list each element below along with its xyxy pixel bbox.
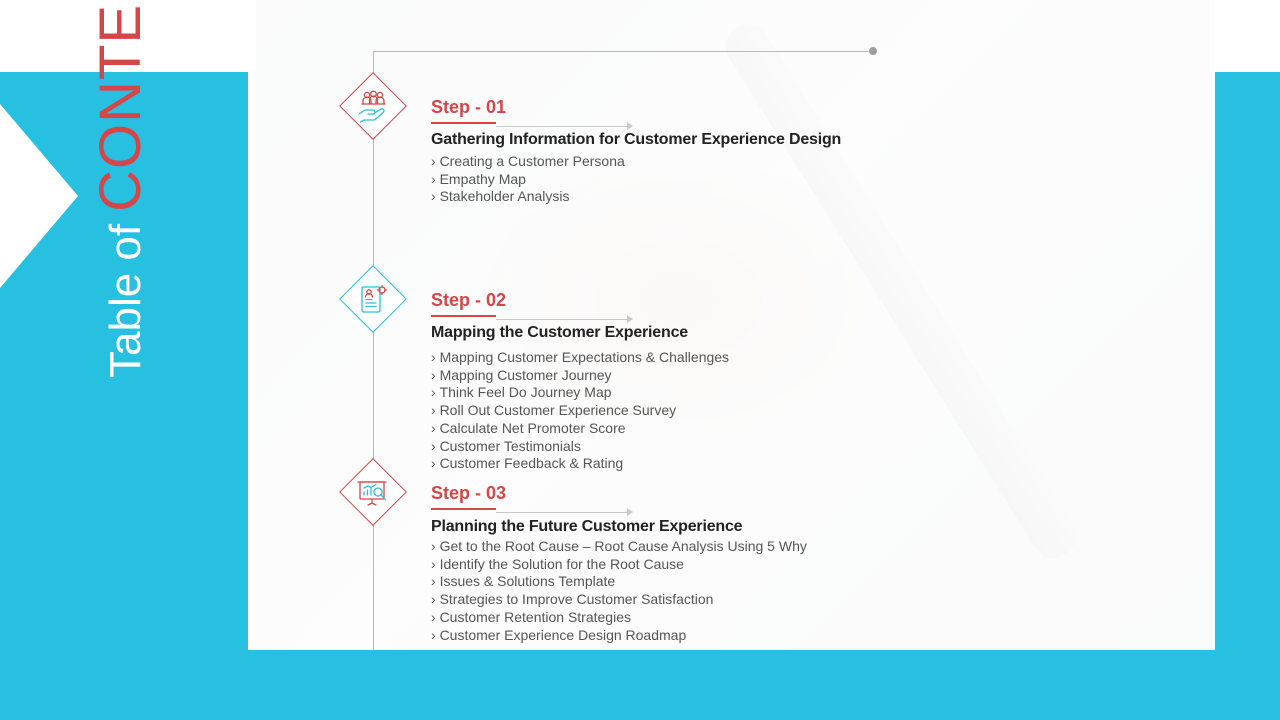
- step-2-arrow-icon: [627, 315, 633, 323]
- step-3-items: Get to the Root Cause – Root Cause Analy…: [431, 538, 807, 644]
- timeline-end-dot: [869, 47, 877, 55]
- step-1-label: Step - 01: [431, 97, 507, 117]
- customer-care-hand-icon: [358, 90, 386, 123]
- list-item: Empathy Map: [431, 171, 625, 189]
- timeline-top-line: [373, 51, 873, 52]
- list-item: Get to the Root Cause – Root Cause Analy…: [431, 538, 807, 556]
- step-1-arrow-line: [496, 126, 628, 127]
- step-2-arrow-line: [496, 319, 628, 320]
- step-2-label: Step - 02: [431, 290, 507, 310]
- step-2-heading: Mapping the Customer Experience: [431, 324, 688, 341]
- list-item: Identify the Solution for the Root Cause: [431, 556, 807, 574]
- white-chevron-shape: [0, 104, 78, 288]
- list-item: Mapping Customer Journey: [431, 367, 729, 385]
- list-item: Stakeholder Analysis: [431, 188, 625, 206]
- content-panel: [248, 0, 1215, 650]
- title-line-1: Table of: [101, 223, 150, 378]
- list-item: Mapping Customer Expectations & Challeng…: [431, 349, 730, 367]
- profile-document-gear-icon: [361, 284, 388, 313]
- step-3-label: Step - 03: [431, 483, 507, 503]
- list-item: Customer Retention Strategies: [431, 609, 807, 627]
- step-3-heading: Planning the Future Customer Experience: [431, 518, 743, 535]
- step-1-arrow-icon: [627, 122, 633, 130]
- list-item: Customer Testimonials: [431, 438, 729, 456]
- panel-left-edge: [248, 0, 256, 650]
- list-item: Calculate Net Promoter Score: [431, 420, 729, 438]
- page-title: Table of CONTENTS: [88, 0, 153, 378]
- step-1-heading: Gathering Information for Customer Exper…: [431, 131, 842, 148]
- presentation-chart-magnifier-icon: [357, 481, 387, 506]
- timeline-vertical-line: [373, 51, 374, 650]
- step-3-arrow-line: [496, 512, 628, 513]
- list-item: Roll Out Customer Experience Survey: [431, 402, 729, 420]
- list-item: Think Feel Do Journey Map: [431, 384, 729, 402]
- step-1-underline: [431, 122, 496, 124]
- list-item: Strategies to Improve Customer Satisfact…: [431, 591, 807, 609]
- list-item: Customer Feedback & Rating: [431, 455, 729, 473]
- step-2-underline: [431, 315, 496, 317]
- step-3-underline: [431, 508, 496, 510]
- list-item: Creating a Customer Persona: [431, 153, 625, 171]
- title-line-2: CONTENTS: [88, 0, 153, 212]
- step-2-items: Mapping Customer Expectations & Challeng…: [431, 349, 730, 473]
- step-1-items: Creating a Customer Persona Empathy Map …: [431, 153, 625, 206]
- list-item: Issues & Solutions Template: [431, 573, 807, 591]
- step-3-arrow-icon: [627, 508, 633, 516]
- list-item: Customer Experience Design Roadmap: [431, 627, 807, 645]
